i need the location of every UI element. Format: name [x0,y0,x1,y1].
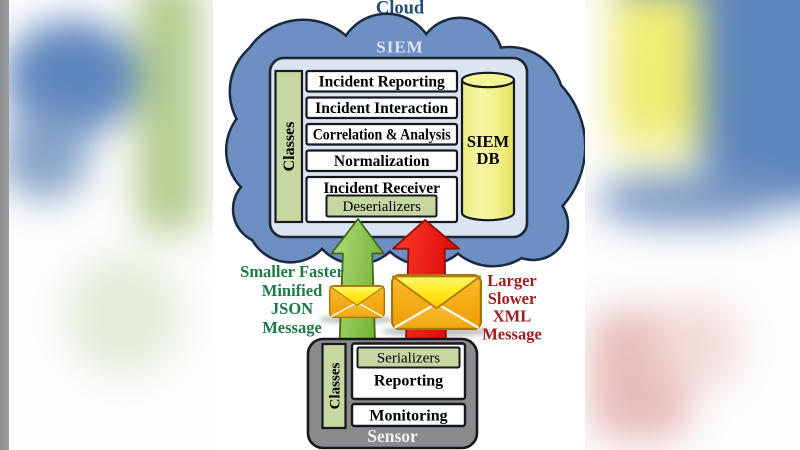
json-envelope-icon [328,284,386,319]
backdrop-blob-blue-under-yellow [600,175,780,225]
siem-db-label-1: SIEM [467,132,510,151]
siem-db-cylinder [460,80,516,222]
siem-db-label-2: DB [477,149,500,168]
json-message-line-1: Smaller Faster [240,262,344,281]
module-box-incident-interaction [305,96,459,120]
cloud-classes-label: Classes [281,122,298,172]
xml-message-line-3: XML [493,307,532,326]
backdrop-blob-green-faint [65,255,180,375]
module-box-correlation-analysis [305,122,459,146]
module-box-incident-reporting [305,69,459,93]
left-edge-strip [0,0,9,450]
sensor-monitoring-box [350,402,467,428]
backdrop-blob-blue-left-low [0,110,90,200]
backdrop-blob-blue-right [702,0,800,205]
json-message-line-4: Message [262,318,322,337]
backdrop-strip-yellow [612,0,702,180]
serializers-label: Serializers [377,351,440,367]
json-message-line-2: Minified [262,281,323,300]
siem-db-cylinder-top [460,71,516,89]
siem-architecture-diagram: Cloud [224,0,585,450]
sensor-label: Sensor [367,426,418,446]
module-label-correlation-analysis: Correlation & Analysis [313,127,451,144]
backdrop-blob-pink-soft [655,300,740,390]
module-label-incident-receiver: Incident Receiver [323,180,440,197]
module-label-incident-reporting: Incident Reporting [319,74,445,91]
sensor-monitoring-label: Monitoring [369,408,447,425]
module-label-normalization: Normalization [334,153,430,170]
module-box-normalization [305,149,459,173]
diagram-stage: Cloud [213,0,585,450]
sensor-classes-bar [321,342,347,430]
xml-message-text: Larger Slower XML Message [482,271,542,344]
json-message-text: Smaller Faster Minified JSON Message [240,262,344,337]
backdrop-strip-green [137,0,201,233]
serializers-box [356,346,461,369]
sensor-classes-label: Classes [328,363,344,410]
deserializers-box [325,194,438,218]
xml-message-line-4: Message [482,325,542,344]
cloud-siem-label: SIEM [376,38,423,57]
cloud-classes-bar [274,69,304,224]
json-message-line-3: JSON [271,299,313,318]
xml-message-line-2: Slower [488,289,537,308]
sensor-reporting-label: Reporting [374,373,443,390]
xml-message-line-1: Larger [487,271,536,290]
xml-envelope-icon [390,273,483,330]
deserializers-label: Deserializers [343,199,421,215]
module-label-incident-interaction: Incident Interaction [315,100,448,117]
